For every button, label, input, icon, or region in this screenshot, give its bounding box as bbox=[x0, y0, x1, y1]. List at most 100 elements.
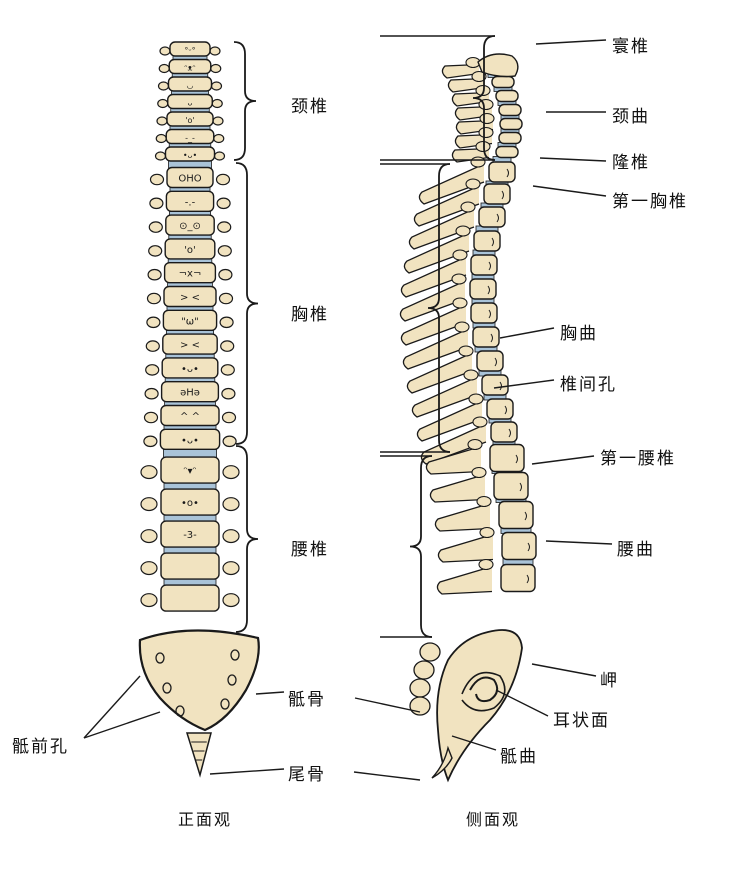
vertebra-face: •ᴗ• bbox=[183, 151, 197, 160]
label-thoracic-curve: 胸曲 bbox=[560, 324, 598, 344]
side-vertebra bbox=[495, 89, 519, 103]
front-process-left bbox=[145, 340, 160, 352]
front-process-left bbox=[146, 292, 162, 305]
side-spinous-process bbox=[403, 232, 470, 274]
front-process-right bbox=[217, 221, 232, 233]
vertebra-face: "ω" bbox=[181, 316, 199, 327]
side-facet bbox=[463, 369, 479, 381]
side-vertebra bbox=[489, 443, 525, 473]
side-face-mark bbox=[488, 261, 491, 271]
side-view-spine bbox=[399, 53, 537, 783]
front-process-right bbox=[221, 411, 237, 424]
side-spinous-process bbox=[436, 565, 493, 595]
sacral-foramen bbox=[220, 698, 230, 710]
vertebra-face: ᵔ▾ᵔ bbox=[183, 466, 196, 477]
side-facet bbox=[460, 201, 476, 213]
front-process-right bbox=[215, 173, 231, 186]
label-first-lumbar: 第一腰椎 bbox=[600, 449, 676, 469]
front-vertebra bbox=[160, 552, 220, 580]
leader-foramina-2 bbox=[83, 711, 161, 739]
side-face-mark bbox=[496, 213, 499, 223]
side-coccyx bbox=[431, 745, 453, 779]
front-process-right bbox=[221, 387, 236, 400]
front-process-left bbox=[140, 561, 158, 576]
label-promontory: 岬 bbox=[600, 671, 619, 691]
front-process-right bbox=[220, 364, 235, 376]
front-process-right bbox=[210, 81, 223, 91]
side-spinous-process bbox=[400, 304, 467, 346]
side-facet bbox=[472, 416, 488, 428]
vertebra-face: ᵔᴥᵔ bbox=[184, 64, 195, 73]
side-spinous-process bbox=[437, 533, 494, 563]
side-facet bbox=[471, 70, 487, 83]
vertebra-face: -_- bbox=[185, 134, 195, 143]
front-process-right bbox=[213, 133, 225, 144]
front-process-left bbox=[140, 465, 158, 480]
side-face-mark bbox=[494, 357, 497, 367]
front-view-spine: °ᵕ°ᵔᴥᵔ◡ᴗ'o'-_-•ᴗ•OHO-.-⊙_⊙'o'¬x¬> <"ω"> … bbox=[138, 41, 260, 778]
side-face-mark bbox=[499, 381, 502, 391]
side-spinous-process bbox=[418, 163, 485, 205]
label-atlas: 寰椎 bbox=[612, 37, 650, 57]
vertebra-face: -3- bbox=[183, 530, 197, 541]
front-process-right bbox=[222, 593, 240, 608]
front-process-left bbox=[157, 81, 170, 91]
side-face-mark bbox=[519, 482, 522, 492]
front-process-right bbox=[211, 98, 223, 109]
vertebra-face: ᴗ bbox=[188, 99, 193, 108]
side-facet bbox=[452, 249, 468, 261]
front-process-right bbox=[216, 197, 231, 210]
side-spinous-process bbox=[441, 63, 480, 79]
side-vertebra bbox=[500, 563, 536, 593]
side-atlas bbox=[477, 53, 519, 78]
front-process-left bbox=[148, 245, 163, 257]
label-lumbar-curve: 腰曲 bbox=[617, 540, 655, 560]
vertebra-face: OHO bbox=[178, 174, 201, 185]
front-process-left bbox=[155, 133, 167, 144]
side-sacral-crest bbox=[409, 678, 431, 698]
label-lumbar: 腰椎 bbox=[291, 540, 329, 560]
front-process-right bbox=[222, 561, 240, 576]
side-facet bbox=[468, 393, 484, 405]
side-spinous-process bbox=[425, 445, 482, 475]
vertebra-face: •o• bbox=[181, 498, 199, 509]
side-sacral-crest bbox=[413, 660, 435, 680]
vertebra-face: ^ ^ bbox=[180, 412, 200, 423]
leader-line bbox=[539, 157, 607, 162]
vertebra-face: -.- bbox=[185, 197, 196, 208]
side-vertebra bbox=[470, 302, 498, 324]
vertebra-face: ⊙_⊙ bbox=[179, 221, 201, 232]
front-vertebra bbox=[160, 404, 220, 427]
brace-front-lumbar bbox=[235, 445, 259, 633]
front-vertebra bbox=[159, 428, 221, 450]
front-process-right bbox=[222, 497, 240, 512]
front-vertebra bbox=[164, 146, 216, 162]
vertebra-face: > < bbox=[180, 293, 200, 304]
side-face-mark bbox=[487, 285, 490, 295]
side-facet bbox=[451, 273, 467, 285]
sacral-foramen bbox=[227, 674, 237, 686]
side-vertebra bbox=[481, 374, 509, 396]
brace-side-lumbar bbox=[409, 455, 433, 638]
brace-side-cervical bbox=[472, 35, 496, 161]
front-process-left bbox=[154, 151, 167, 161]
label-cervical: 颈椎 bbox=[291, 97, 329, 117]
vertebra-face: •ᴗ• bbox=[181, 364, 199, 375]
front-process-right bbox=[222, 465, 240, 480]
front-process-right bbox=[213, 151, 226, 161]
vertebra-face: > < bbox=[180, 340, 200, 351]
side-facet bbox=[455, 225, 471, 237]
side-face-mark bbox=[491, 237, 494, 247]
side-vertebra bbox=[486, 398, 514, 420]
side-face-mark bbox=[526, 574, 529, 584]
side-vertebra bbox=[483, 183, 511, 205]
side-facet bbox=[467, 438, 483, 451]
side-facet bbox=[458, 345, 474, 357]
leader-line bbox=[531, 455, 595, 465]
side-facet bbox=[479, 112, 495, 125]
label-prominens: 隆椎 bbox=[612, 153, 650, 173]
front-vertebra bbox=[165, 190, 215, 213]
side-spinous-process bbox=[434, 502, 491, 532]
front-process-right bbox=[218, 268, 233, 281]
